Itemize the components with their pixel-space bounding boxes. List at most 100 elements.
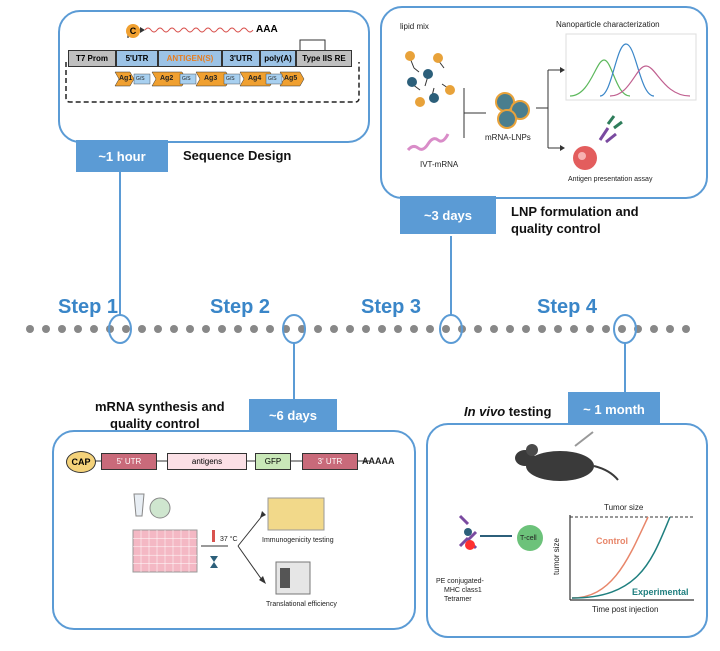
sequence-design-title: Sequence Design — [183, 148, 292, 163]
cap-node: CAP — [66, 451, 96, 473]
step1-marker — [108, 314, 132, 344]
step4-label: Step 4 — [537, 296, 598, 318]
timeline-dot — [218, 325, 226, 333]
timeline-dot — [266, 325, 274, 333]
ivt-mrna-label: IVT-mRNA — [420, 160, 459, 169]
experimental-label: Experimental — [632, 587, 689, 597]
ag5-label: Ag5 — [284, 75, 298, 82]
mrna-title-line2: quality control — [110, 416, 200, 431]
ag1-label: Ag1 — [119, 75, 133, 82]
ag2-label: Ag2 — [160, 75, 174, 82]
antigen-assay-label: Antigen presentation assay — [568, 176, 653, 183]
linker2: G/S — [182, 76, 191, 82]
timeline-dot — [426, 325, 434, 333]
pe-label-3: Tetramer — [444, 596, 472, 603]
timeline-dot — [186, 325, 194, 333]
timeline-dot — [474, 325, 482, 333]
step2-marker — [282, 314, 306, 344]
timeline-dot — [346, 325, 354, 333]
polya-segment: poly(A) — [260, 50, 296, 67]
timeline-dot — [202, 325, 210, 333]
mrna-title-line1: mRNA synthesis and — [95, 399, 225, 414]
timeline-dot — [538, 325, 546, 333]
lipid-mix-label: lipid mix — [400, 22, 429, 31]
lnp-title-line1: LNP formulation and — [511, 204, 639, 219]
timeline-dot — [410, 325, 418, 333]
timeline-dot — [506, 325, 514, 333]
duration-step2: ~6 days — [249, 399, 337, 431]
utr3-block: 3' UTR — [302, 453, 358, 470]
polya-tail: AAA — [256, 24, 278, 35]
invivo-title: In vivo testing — [464, 404, 552, 419]
step3-label: Step 3 — [361, 296, 422, 318]
timeline-dot — [362, 325, 370, 333]
antigens-segment: ANTIGEN(S) — [158, 50, 222, 67]
timeline-dot — [250, 325, 258, 333]
gfp-block: GFP — [255, 453, 291, 470]
timeline-dot — [154, 325, 162, 333]
duration-step3: ~3 days — [400, 196, 496, 234]
timeline-dot — [522, 325, 530, 333]
timeline-dot — [682, 325, 690, 333]
timeline-dot — [554, 325, 562, 333]
lnp-title-line2: quality control — [511, 221, 601, 236]
step1-label: Step 1 — [58, 296, 119, 318]
step2-label: Step 2 — [210, 296, 271, 318]
tumor-size-label: Tumor size — [604, 503, 644, 512]
timeline-dot — [170, 325, 178, 333]
timeline-dot — [618, 325, 626, 333]
timeline-dot — [570, 325, 578, 333]
timeline-dot — [314, 325, 322, 333]
polya-tail-block: AAAAA — [362, 456, 395, 466]
pe-label-2: MHC class1 — [444, 587, 482, 594]
control-label: Control — [596, 536, 628, 546]
utr5-segment: 5'UTR — [116, 50, 158, 67]
timeline-dot — [74, 325, 82, 333]
antigens-block: antigens — [167, 453, 247, 470]
timeline-dot — [58, 325, 66, 333]
timeline-dot — [234, 325, 242, 333]
utr3-segment: 3'UTR — [222, 50, 260, 67]
step4-marker — [613, 314, 637, 344]
x-axis-label: Time post injection — [592, 605, 659, 614]
timeline-dot — [138, 325, 146, 333]
utr5-block: 5' UTR — [101, 453, 157, 470]
type2-re-segment: Type IIS RE — [296, 50, 352, 67]
timeline-dot — [330, 325, 338, 333]
timeline-dot — [602, 325, 610, 333]
ag3-label: Ag3 — [204, 75, 218, 82]
timeline-dot — [42, 325, 50, 333]
timeline-dot — [666, 325, 674, 333]
nano-char-label: Nanoparticle characterization — [556, 20, 660, 29]
duration-step4: ~ 1 month — [568, 392, 660, 426]
timeline-dot — [90, 325, 98, 333]
immunogenicity-label: Immunogenicity testing — [262, 537, 334, 544]
timeline-dot — [490, 325, 498, 333]
timeline-dot — [378, 325, 386, 333]
mrna-lnps-label: mRNA-LNPs — [485, 133, 531, 142]
timeline-dot — [442, 325, 450, 333]
y-axis-label: tumor size — [551, 538, 561, 575]
linker1: G/S — [136, 76, 145, 82]
linker4: G/S — [268, 76, 277, 82]
pe-label-1: PE conjugated- — [436, 578, 484, 585]
timeline-dot — [586, 325, 594, 333]
linker3: G/S — [226, 76, 235, 82]
tcell-label: T-cell — [520, 535, 537, 542]
timeline-dots — [26, 325, 690, 333]
duration-step1: ~1 hour — [76, 140, 168, 172]
timeline-dot — [122, 325, 130, 333]
timeline-dot — [650, 325, 658, 333]
cap-circle: C — [126, 24, 140, 38]
timeline-dot — [26, 325, 34, 333]
temperature-label: 37 °C — [220, 536, 238, 543]
ag4-label: Ag4 — [248, 75, 262, 82]
translational-label: Translational efficiency — [266, 601, 337, 608]
timeline-dot — [394, 325, 402, 333]
t7-promoter: T7 Prom — [68, 50, 116, 67]
step3-marker — [439, 314, 463, 344]
